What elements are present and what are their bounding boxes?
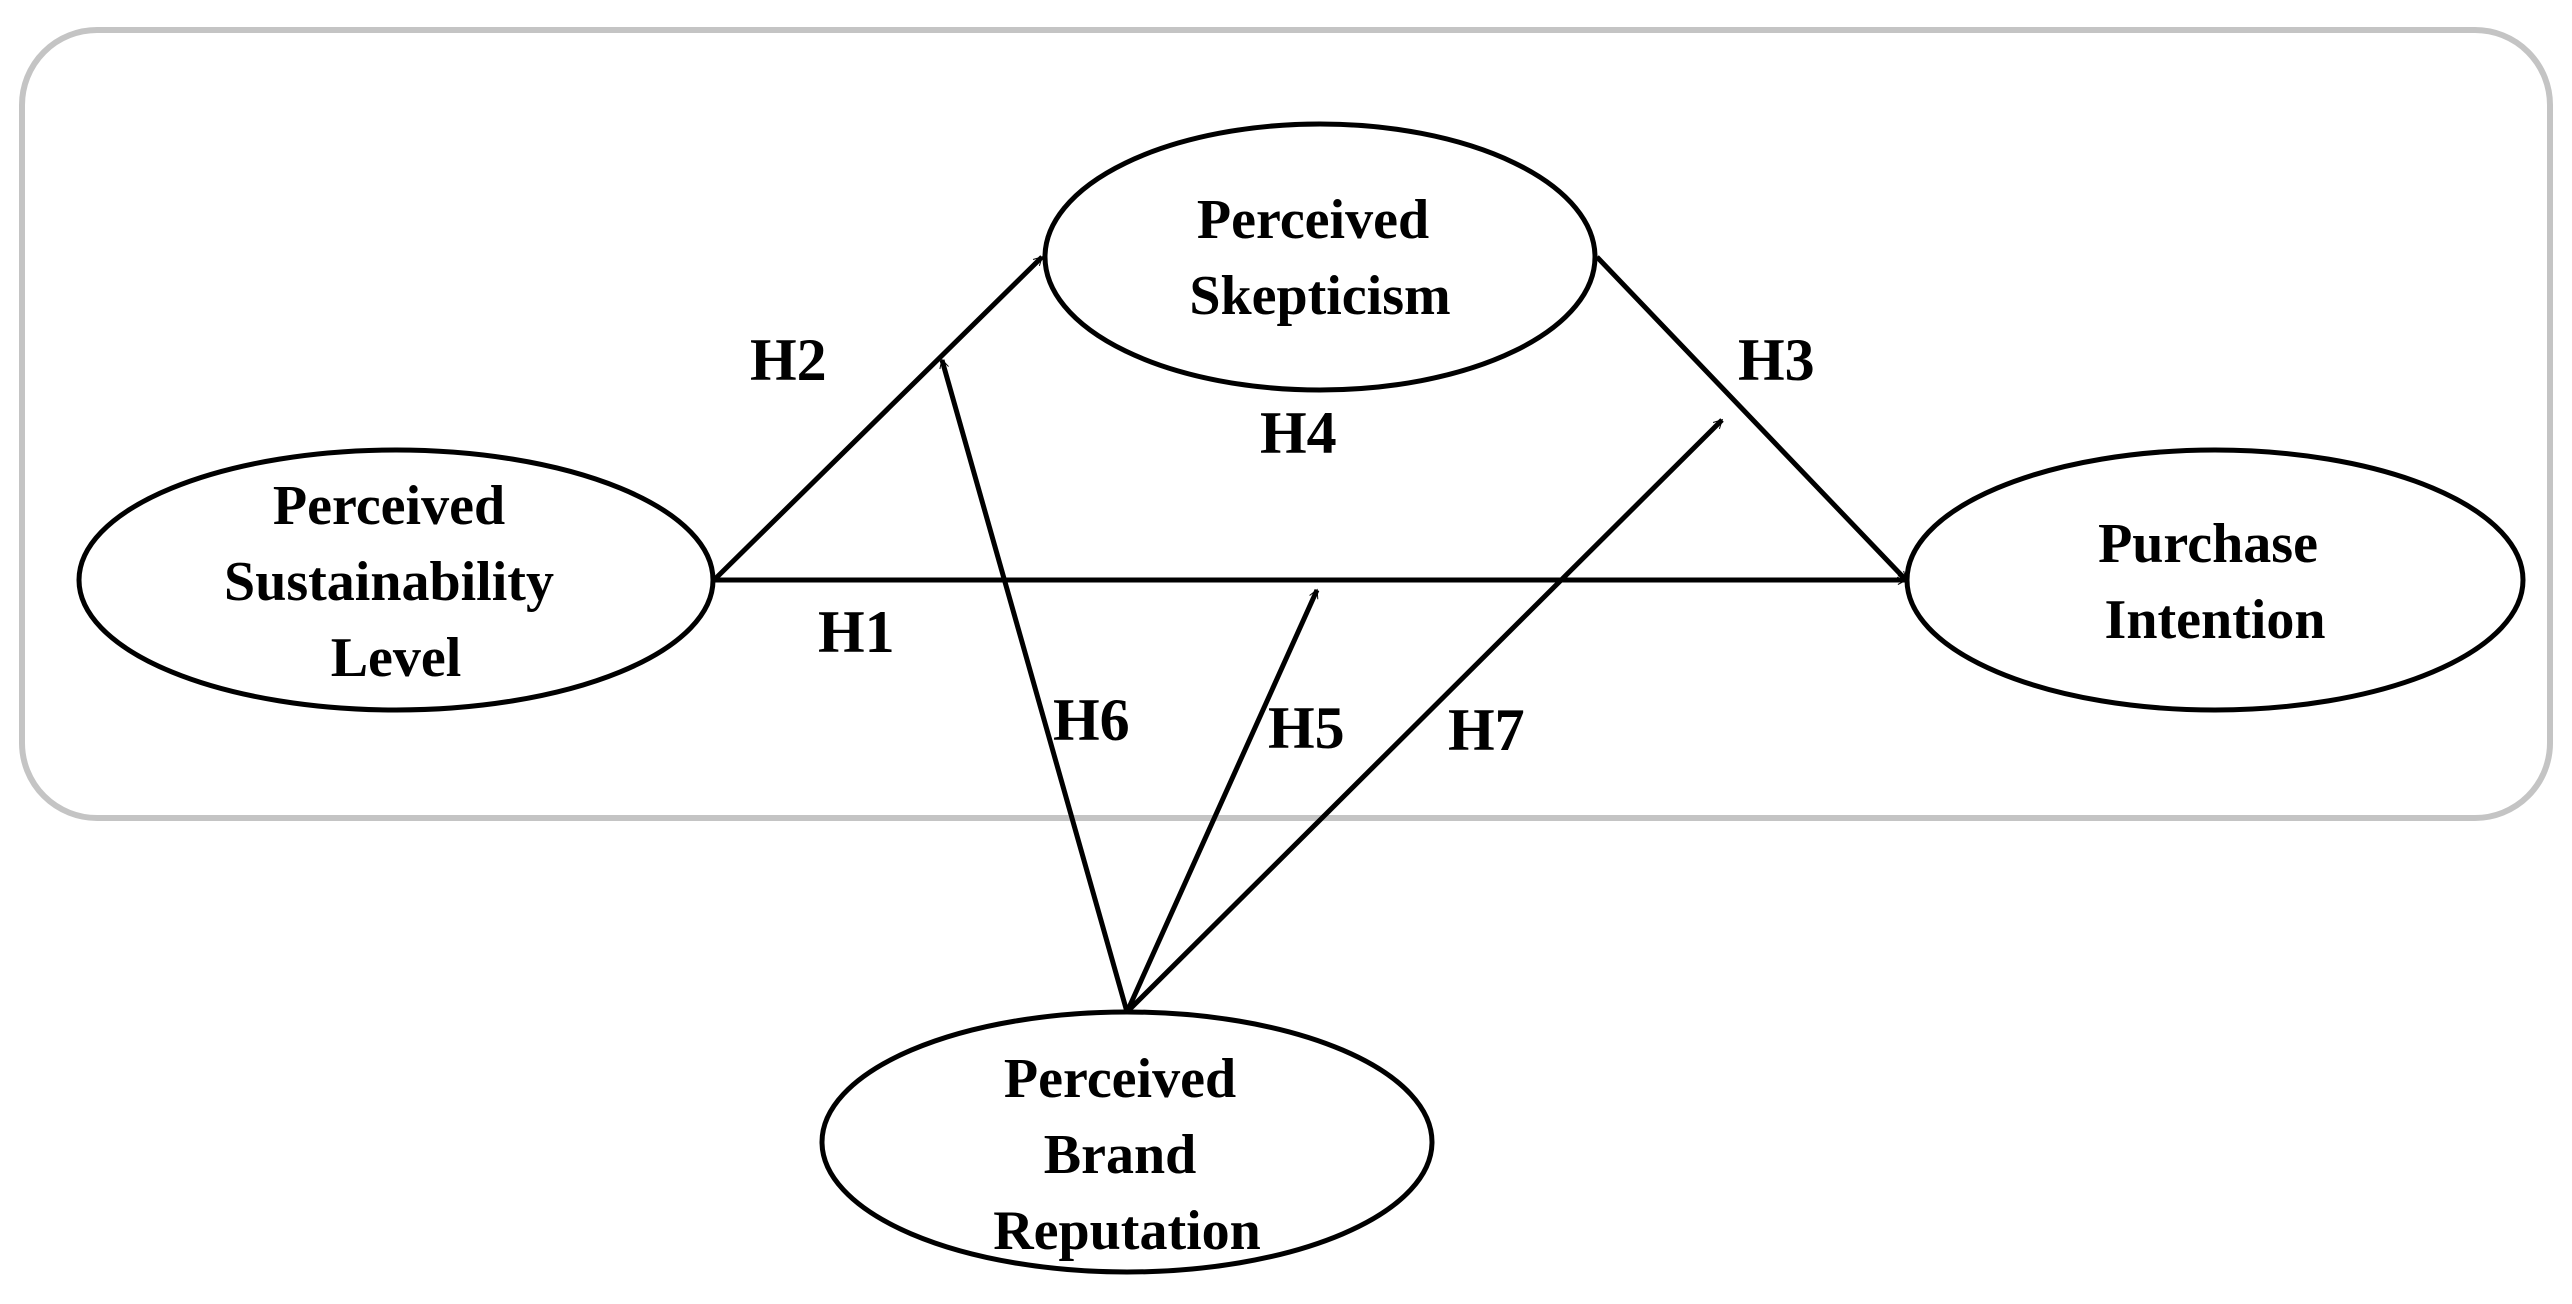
node-brand-reputation-line-2: Brand <box>1044 1124 1197 1186</box>
arrow-h5 <box>1124 588 1320 1014</box>
node-sustainability-line-3: Level <box>331 627 462 689</box>
node-skepticism: Perceived Skepticism <box>1042 121 1598 393</box>
label-h7: H7 <box>1448 697 1525 763</box>
node-purchase-intention-line-1: Purchase <box>2098 513 2318 575</box>
node-brand-reputation-line-1: Perceived <box>1004 1048 1236 1110</box>
node-sustainability-label: Perceived Sustainability Level <box>224 475 568 689</box>
label-h4: H4 <box>1260 400 1337 466</box>
label-h5: H5 <box>1268 695 1345 761</box>
node-brand-reputation: Perceived Brand Reputation <box>819 1009 1435 1275</box>
arrow-h7 <box>1125 418 1724 1014</box>
node-skepticism-line-2: Skepticism <box>1189 265 1450 327</box>
node-sustainability: Perceived Sustainability Level <box>76 447 716 713</box>
node-purchase-intention-label: Purchase Intention <box>2098 513 2332 651</box>
arrow-h6 <box>939 358 1130 1013</box>
node-purchase-intention-line-2: Intention <box>2105 589 2326 651</box>
node-brand-reputation-shape <box>819 1009 1435 1275</box>
node-brand-reputation-line-3: Reputation <box>993 1200 1261 1262</box>
label-h2: H2 <box>750 327 827 393</box>
node-sustainability-line-2: Sustainability <box>224 551 554 613</box>
node-purchase-intention: Purchase Intention <box>1904 447 2526 713</box>
node-skepticism-shape <box>1042 121 1598 393</box>
node-sustainability-shape <box>76 447 716 713</box>
node-skepticism-line-1: Perceived <box>1197 189 1429 251</box>
label-h6: H6 <box>1053 687 1130 753</box>
arrow-h3 <box>1595 255 1908 582</box>
node-brand-reputation-label: Perceived Brand Reputation <box>993 1048 1261 1262</box>
node-skepticism-label: Perceived Skepticism <box>1189 189 1450 327</box>
arrow-h2 <box>712 255 1044 582</box>
label-h1: H1 <box>818 599 895 665</box>
node-sustainability-line-1: Perceived <box>273 475 505 537</box>
label-h3: H3 <box>1738 327 1815 393</box>
node-purchase-intention-shape <box>1904 447 2526 713</box>
